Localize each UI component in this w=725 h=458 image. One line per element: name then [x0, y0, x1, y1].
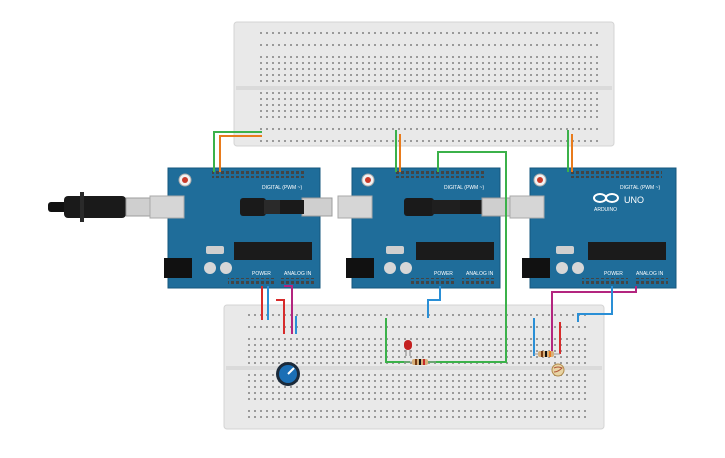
led[interactable] — [404, 340, 412, 356]
wire-magenta-board3[interactable] — [551, 286, 637, 354]
resistor-ldr[interactable] — [534, 351, 560, 357]
wire-green-long[interactable] — [418, 151, 507, 363]
breadboard-bottom[interactable] — [223, 304, 605, 430]
usb-plug-2[interactable] — [404, 197, 513, 217]
arduino-board-3[interactable]: ARDUINO UNO DIGITAL (PWM ~) POWER ANALOG… — [509, 167, 677, 289]
wire-green-top-1[interactable] — [213, 131, 262, 172]
analog-label: ANALOG IN — [466, 271, 494, 277]
wire-blue-board2[interactable] — [427, 286, 441, 318]
potentiometer[interactable] — [276, 362, 300, 386]
wire-blue-board3[interactable] — [577, 286, 613, 322]
wire-orange-top-1[interactable] — [219, 135, 262, 172]
digital-label: DIGITAL (PWM ~) — [620, 185, 660, 191]
wire-green-led[interactable] — [385, 318, 410, 363]
digital-label: DIGITAL (PWM ~) — [444, 185, 484, 191]
brand-label: ARDUINO — [594, 207, 617, 213]
power-label: POWER — [434, 271, 453, 277]
breadboard-top[interactable] — [233, 21, 615, 147]
resistor-led[interactable] — [404, 359, 436, 365]
wire-red-pot[interactable] — [276, 299, 285, 334]
photoresistor[interactable] — [551, 363, 565, 377]
usb-cable[interactable] — [48, 192, 157, 222]
arduino-board-2[interactable]: DIGITAL (PWM ~) POWER ANALOG IN — [337, 167, 501, 289]
arduino-board-1[interactable]: DIGITAL (PWM ~) POWER ANALOG IN — [149, 167, 321, 289]
usb-plug-1[interactable] — [240, 197, 333, 217]
power-label: POWER — [252, 271, 271, 277]
model-label: UNO — [624, 195, 644, 205]
analog-label: ANALOG IN — [636, 271, 664, 277]
digital-label: DIGITAL (PWM ~) — [262, 185, 302, 191]
wire-magenta-board1[interactable] — [284, 285, 293, 334]
analog-label: ANALOG IN — [284, 271, 312, 277]
power-label: POWER — [604, 271, 623, 277]
arduino-logo-icon — [593, 193, 619, 203]
